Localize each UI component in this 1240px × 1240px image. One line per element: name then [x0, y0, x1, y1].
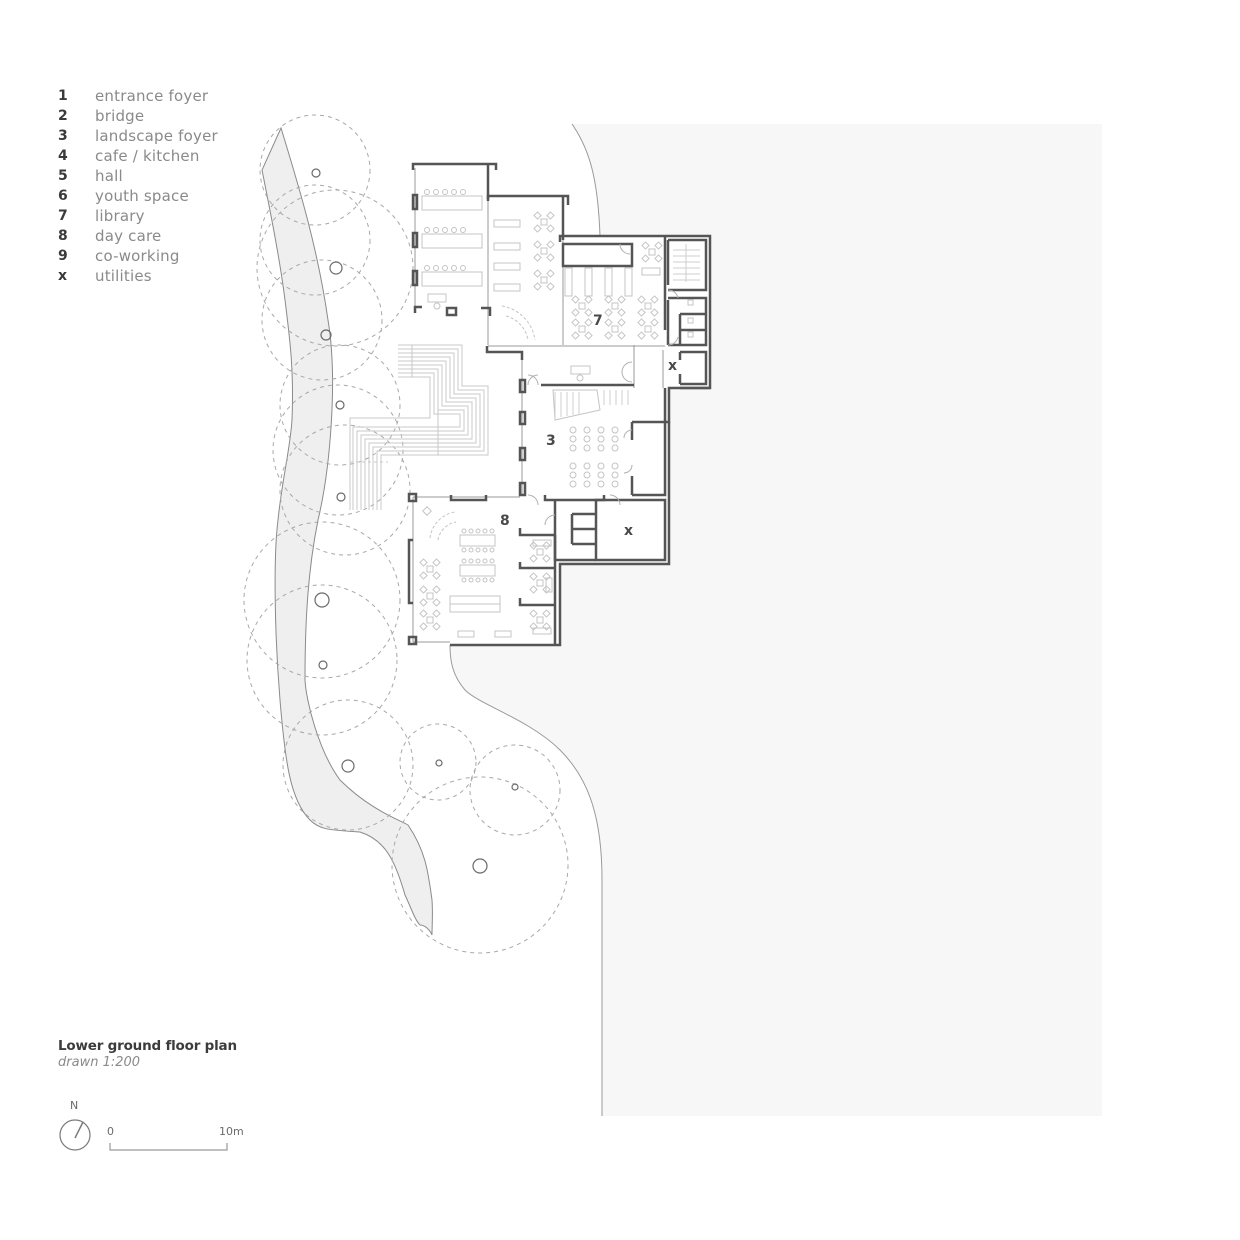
room-label-library: 7	[593, 313, 603, 329]
site-boundary-line	[449, 644, 603, 1116]
legend-label: co-working	[95, 247, 180, 265]
scale-bar	[109, 1143, 228, 1151]
legend-item: 9 co-working	[58, 246, 218, 266]
north-arrow-icon	[59, 1119, 91, 1151]
room-label-landscape-foyer: 3	[546, 433, 556, 449]
legend-label: library	[95, 207, 145, 225]
tree-canopies	[243, 114, 569, 954]
legend-item: 2 bridge	[58, 106, 218, 126]
legend-key: 2	[58, 108, 68, 124]
legend-item: 1 entrance foyer	[58, 86, 218, 106]
legend-item: x utilities	[58, 266, 218, 286]
tree-trunks	[311, 168, 519, 874]
legend-item: 5 hall	[58, 166, 218, 186]
legend-item: 7 library	[58, 206, 218, 226]
legend-label: utilities	[95, 267, 152, 285]
stream	[261, 126, 433, 936]
scale-bar-start-label: 0	[107, 1125, 114, 1138]
legend-label: landscape foyer	[95, 127, 218, 145]
legend-label: youth space	[95, 187, 189, 205]
scale-bar-end-label: 10m	[219, 1125, 244, 1138]
terraced-steps	[349, 344, 489, 510]
legend-key: 9	[58, 248, 68, 264]
legend-label: cafe / kitchen	[95, 147, 200, 165]
site-boundary-line	[571, 123, 601, 237]
legend-key: 8	[58, 228, 68, 244]
legend-label: hall	[95, 167, 123, 185]
site-ground-area	[450, 124, 1102, 1116]
legend-key: 3	[58, 128, 68, 144]
legend-key: 1	[58, 88, 68, 104]
legend-item: 6 youth space	[58, 186, 218, 206]
legend-key: x	[58, 268, 68, 284]
legend-label: day care	[95, 227, 162, 245]
plan-title: Lower ground floor plan	[58, 1038, 237, 1054]
legend-key: 7	[58, 208, 68, 224]
legend-item: 8 day care	[58, 226, 218, 246]
plan-title-block: Lower ground floor plan drawn 1:200	[58, 1038, 237, 1070]
legend-label: bridge	[95, 107, 145, 125]
room-legend: 1 entrance foyer 2 bridge 3 landscape foyer…	[58, 86, 218, 286]
door-swings	[527, 243, 679, 526]
legend-key: 5	[58, 168, 68, 184]
room-label-day-care: 8	[500, 513, 510, 529]
legend-key: 6	[58, 188, 68, 204]
north-label: N	[70, 1099, 79, 1112]
legend-item: 3 landscape foyer	[58, 126, 218, 146]
legend-key: 4	[58, 148, 68, 164]
walls	[407, 162, 712, 647]
furniture	[419, 189, 700, 638]
room-label-utilities-north: x	[668, 358, 677, 374]
legend-label: entrance foyer	[95, 87, 209, 105]
legend-item: 4 cafe / kitchen	[58, 146, 218, 166]
room-label-utilities-south: x	[624, 523, 633, 539]
plan-scale-note: drawn 1:200	[58, 1055, 141, 1070]
